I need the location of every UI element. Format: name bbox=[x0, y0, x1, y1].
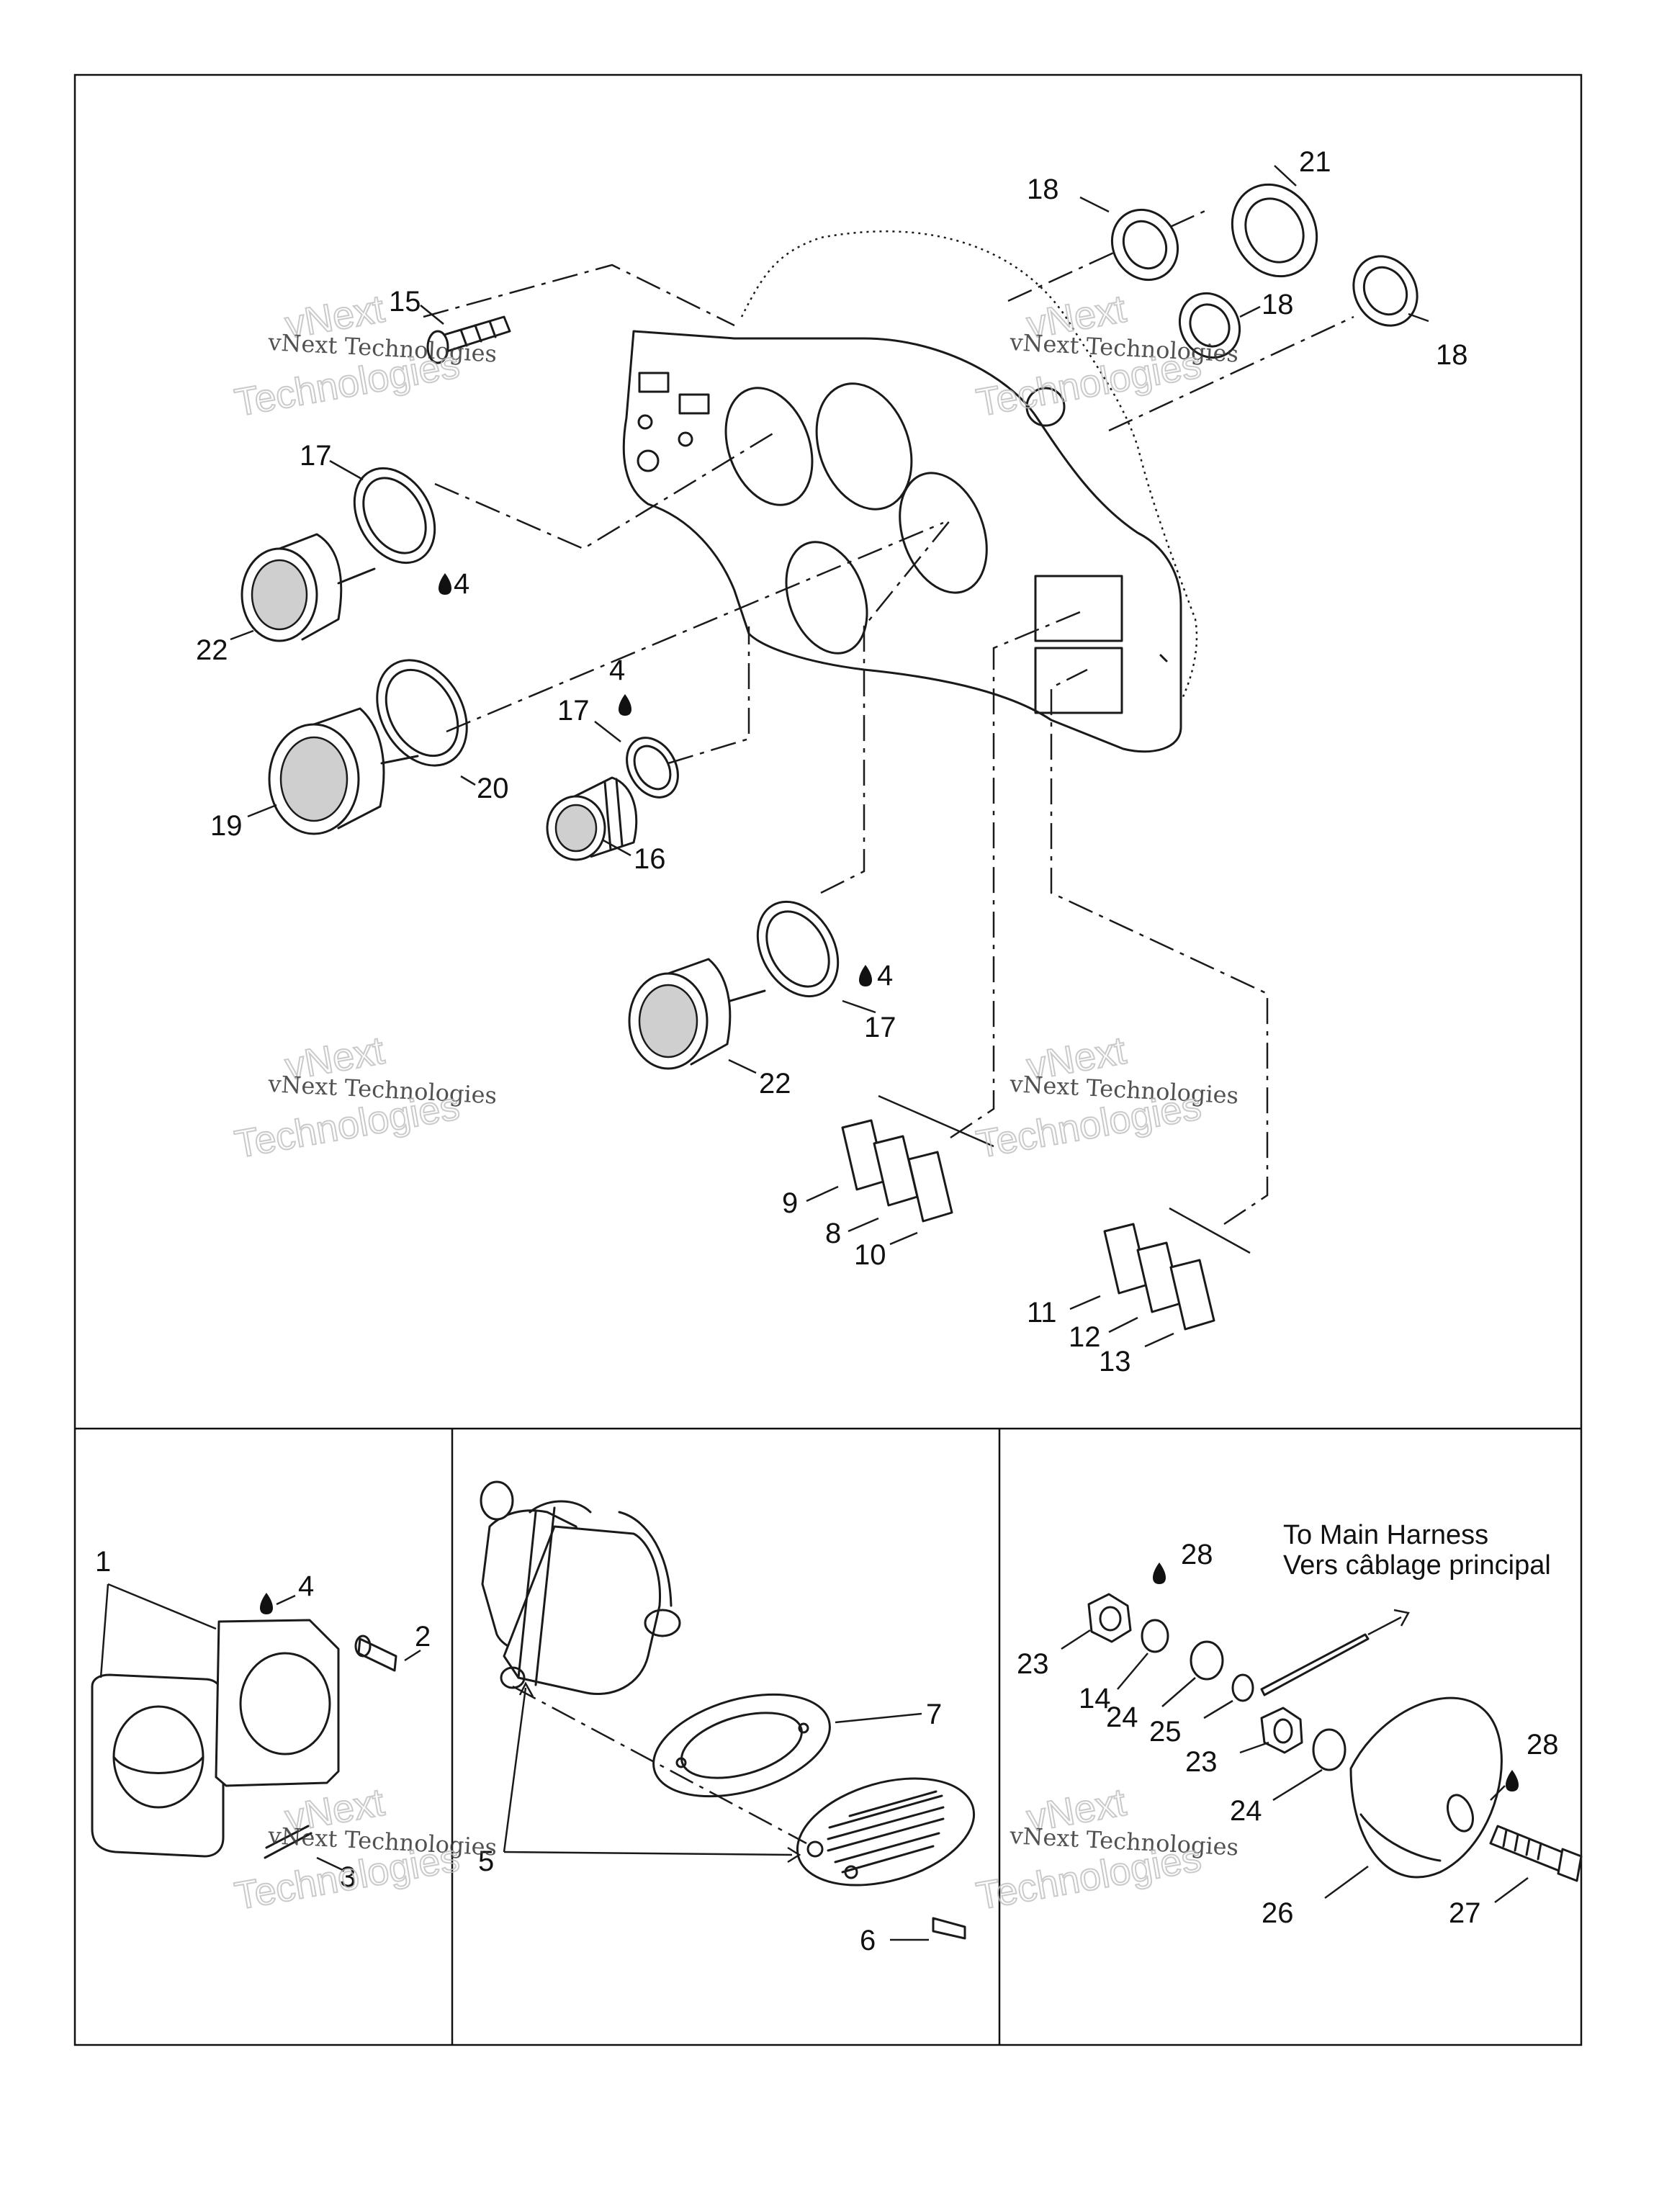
callout-24a: 24 bbox=[1106, 1701, 1138, 1733]
callout-6: 6 bbox=[860, 1925, 876, 1956]
part-21-nut bbox=[1231, 183, 1318, 278]
callout-20: 20 bbox=[477, 773, 509, 804]
drop-icons-top bbox=[439, 573, 872, 986]
callout-23a: 23 bbox=[1017, 1648, 1049, 1680]
callout-2: 2 bbox=[415, 1621, 431, 1653]
callout-4c: 4 bbox=[877, 960, 893, 992]
callout-24b: 24 bbox=[1230, 1795, 1262, 1827]
callout-25: 25 bbox=[1149, 1716, 1182, 1748]
part-22-gauge-lower bbox=[628, 958, 766, 1070]
callout-9: 9 bbox=[782, 1187, 798, 1219]
parts-8-9-10-switches bbox=[841, 1119, 953, 1223]
callout-17b: 17 bbox=[557, 695, 590, 727]
part-16-hour-meter bbox=[546, 776, 638, 861]
harness-note-en: To Main Harness bbox=[1283, 1520, 1488, 1550]
callout-26: 26 bbox=[1262, 1897, 1294, 1929]
callout-18c: 18 bbox=[1436, 339, 1468, 371]
callout-28a: 28 bbox=[1181, 1539, 1213, 1570]
callouts-bottom-right: To Main Harness Vers câblage principal 2… bbox=[1017, 1520, 1559, 1929]
callouts-bottom-left: 1 4 2 3 bbox=[95, 1546, 431, 1893]
callout-10: 10 bbox=[854, 1239, 886, 1271]
part-18-nut-b bbox=[1178, 292, 1241, 359]
callout-22b: 22 bbox=[759, 1068, 791, 1100]
part-18-nut-a bbox=[1110, 208, 1179, 282]
part-18-nut-c bbox=[1352, 255, 1419, 327]
callouts-bottom-middle: 5 7 6 bbox=[478, 1699, 942, 1956]
callout-11: 11 bbox=[1027, 1297, 1057, 1328]
diagram-frames bbox=[73, 73, 1583, 2046]
parts-11-12-13-switches bbox=[1103, 1223, 1215, 1331]
part-15-screw bbox=[426, 315, 511, 364]
callout-19: 19 bbox=[210, 810, 243, 842]
bottom-right-panel bbox=[1061, 1563, 1583, 1904]
watermark-6: vNext vNext Technologies Technologies bbox=[973, 1780, 1239, 1919]
callout-23b: 23 bbox=[1185, 1746, 1218, 1778]
watermark-4: vNext vNext Technologies Technologies bbox=[973, 1028, 1239, 1167]
console-panel bbox=[622, 230, 1198, 753]
callout-17c: 17 bbox=[864, 1012, 896, 1043]
watermark-5: vNext vNext Technologies Technologies bbox=[231, 1780, 498, 1919]
part-22-gauge-upper bbox=[240, 533, 376, 642]
callout-18a: 18 bbox=[1027, 174, 1059, 205]
callout-21: 21 bbox=[1299, 146, 1331, 178]
part-17-gasket-upper bbox=[353, 467, 436, 565]
callout-18b: 18 bbox=[1262, 289, 1294, 320]
callout-22a: 22 bbox=[196, 634, 228, 666]
part-20-gasket bbox=[376, 659, 468, 767]
callout-12: 12 bbox=[1069, 1321, 1101, 1353]
assembly-lines-top bbox=[423, 207, 1354, 1254]
callout-7: 7 bbox=[926, 1699, 942, 1730]
callout-4d: 4 bbox=[298, 1570, 314, 1602]
callout-8: 8 bbox=[825, 1218, 841, 1249]
callout-28b: 28 bbox=[1527, 1729, 1559, 1761]
callout-3: 3 bbox=[340, 1861, 356, 1893]
callout-14: 14 bbox=[1079, 1683, 1111, 1714]
callout-16: 16 bbox=[634, 843, 666, 875]
callout-15: 15 bbox=[389, 286, 421, 318]
part-17-gasket-middle bbox=[626, 737, 679, 799]
bottom-left-panel bbox=[91, 1583, 421, 1872]
callout-4b: 4 bbox=[609, 655, 625, 686]
callout-4a: 4 bbox=[454, 568, 469, 600]
leaders-top bbox=[230, 165, 1429, 1348]
part-17-gasket-lower bbox=[756, 900, 840, 998]
callout-17a: 17 bbox=[300, 440, 332, 472]
callout-27: 27 bbox=[1449, 1897, 1481, 1929]
callout-5: 5 bbox=[478, 1845, 494, 1877]
callout-1: 1 bbox=[95, 1546, 111, 1578]
bottom-middle-panel bbox=[480, 1480, 976, 1941]
part-19-gauge bbox=[268, 707, 419, 835]
callouts-top: 15 18 21 18 18 17 4 22 20 19 4 17 16 4 1… bbox=[196, 146, 1468, 1377]
watermark-3: vNext vNext Technologies Technologies bbox=[231, 1028, 498, 1167]
harness-note-fr: Vers câblage principal bbox=[1283, 1550, 1551, 1581]
callout-13: 13 bbox=[1099, 1346, 1131, 1377]
